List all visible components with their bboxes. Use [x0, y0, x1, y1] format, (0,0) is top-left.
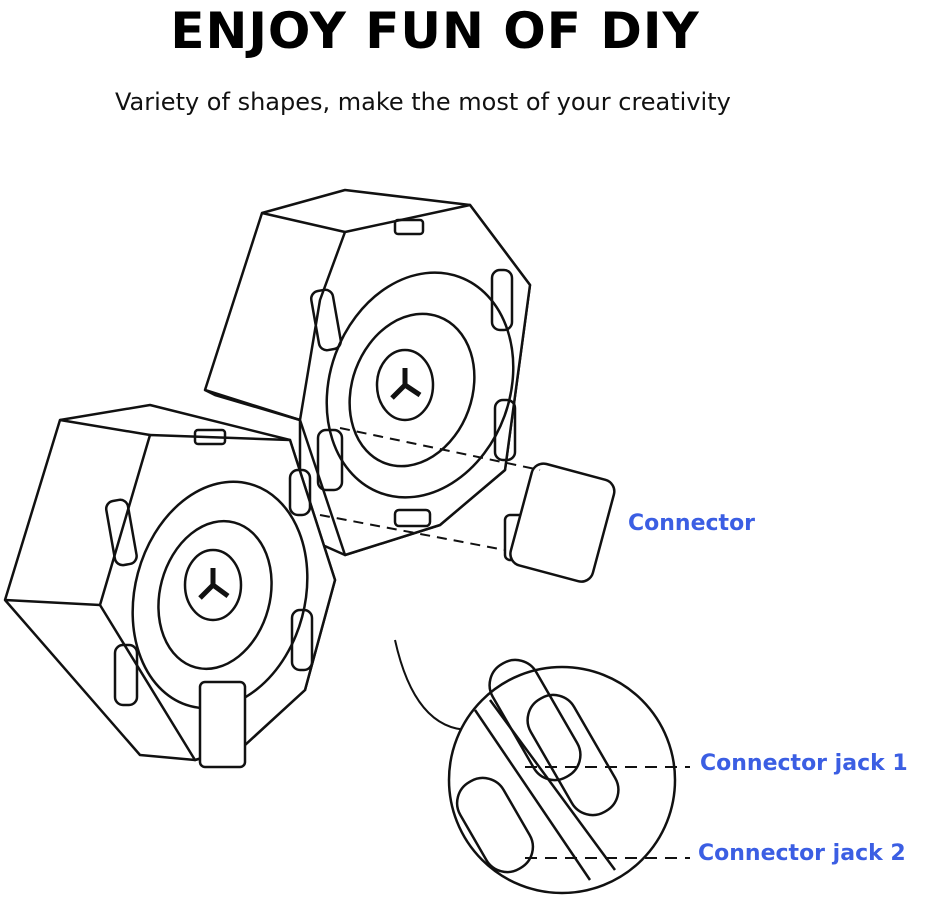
zoom-detail-circle — [394, 639, 690, 895]
back-hexagon-panel — [203, 188, 532, 557]
connector-label: Connector — [628, 511, 756, 536]
page-subtitle: Variety of shapes, make the most of your… — [115, 88, 731, 116]
connector-jack-2-label: Connector jack 2 — [698, 841, 906, 866]
connector-piece — [319, 427, 616, 583]
connector-jack-1-label: Connector jack 1 — [700, 751, 908, 776]
page-title: ENJOY FUN OF DIY — [170, 2, 700, 60]
front-hexagon-panel — [3, 403, 337, 769]
